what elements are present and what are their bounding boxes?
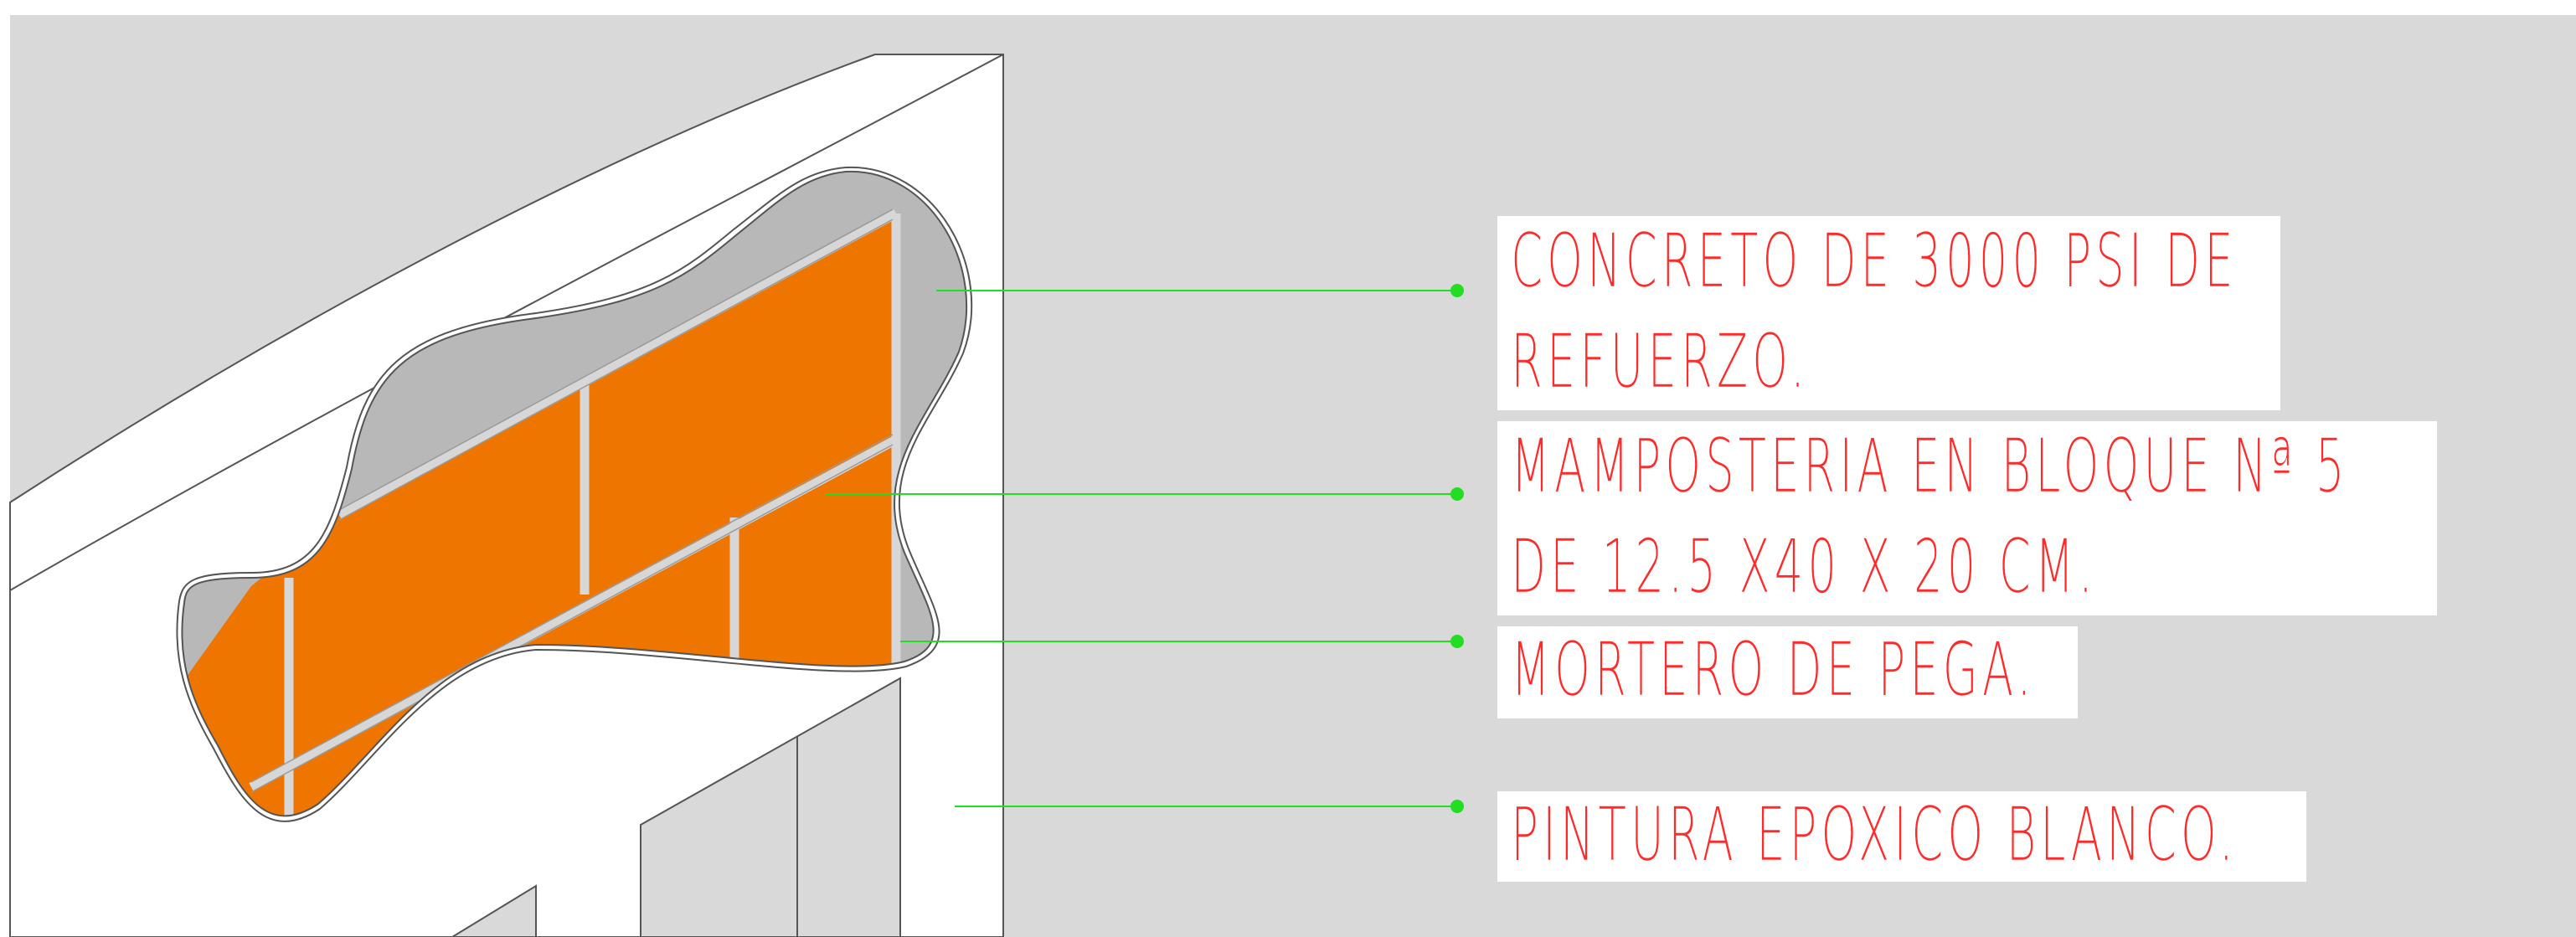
leader-dot-mortero xyxy=(1450,635,1464,648)
label-pintura: PINTURA EPOXICO BLANCO. xyxy=(1497,791,2306,882)
leader-dot-concreto xyxy=(1450,284,1464,297)
label-concreto-line1: CONCRETO DE 3000 PSI DE xyxy=(1511,218,2238,305)
wall-edge-line xyxy=(9,54,1004,591)
label-concreto: CONCRETO DE 3000 PSI DE REFUERZO. xyxy=(1497,216,2280,410)
label-concreto-line2: REFUERZO. xyxy=(1511,318,1810,405)
lower-opening xyxy=(451,884,537,937)
mortar-joints xyxy=(249,209,901,816)
window-opening xyxy=(640,677,901,937)
label-mamposteria-line1: MAMPOSTERIA EN BLOQUE Nª 5 xyxy=(1511,423,2349,510)
label-pintura-line1: PINTURA EPOXICO BLANCO. xyxy=(1511,791,2238,878)
leader-dot-pintura xyxy=(1450,800,1464,813)
leader-lines xyxy=(825,290,1457,807)
label-mortero: MORTERO DE PEGA. xyxy=(1497,626,2078,718)
label-mamposteria: MAMPOSTERIA EN BLOQUE Nª 5 DE 12.5 X40 X… xyxy=(1497,421,2437,615)
leader-dots xyxy=(1450,284,1464,813)
leader-dot-mamposteria xyxy=(1450,487,1464,501)
cavity-outline-inner xyxy=(181,170,968,817)
label-mamposteria-line2: DE 12.5 X40 X 20 CM. xyxy=(1511,523,2097,610)
label-mortero-line1: MORTERO DE PEGA. xyxy=(1511,626,2036,713)
